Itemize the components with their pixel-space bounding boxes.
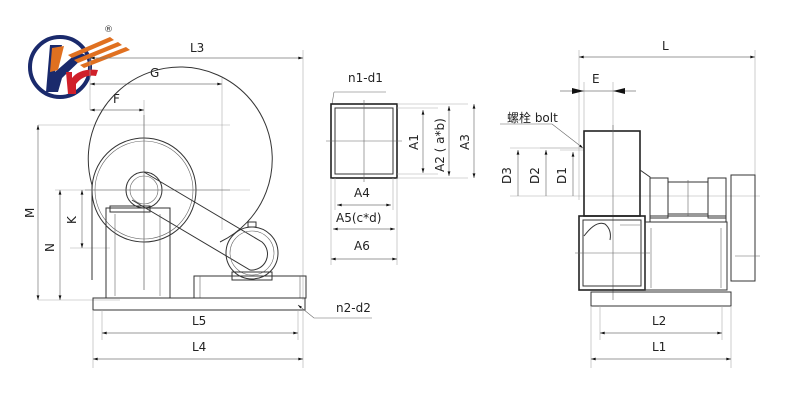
bearing-pedestal (105, 207, 171, 299)
logo-k-accent (50, 46, 64, 72)
fan-scroll-housing (87, 66, 273, 280)
dim-label-a1: A1 (407, 134, 421, 150)
logo-stripe-1 (68, 37, 114, 58)
front-base-plate (590, 291, 732, 307)
dim-label-m: M (23, 208, 37, 218)
bearing-adapter (639, 169, 651, 214)
dim-label-g: G (150, 66, 159, 80)
motor-block (730, 174, 756, 282)
support-frame (644, 221, 728, 291)
dim-label-a2: A2 ( a*b) (433, 118, 447, 172)
registered-mark: ® (104, 25, 113, 35)
dim-label-d1: D1 (555, 167, 569, 184)
dim-label-f: F (113, 92, 120, 106)
dim-label-a3: A3 (458, 134, 472, 150)
company-logo: ® (28, 25, 130, 99)
dim-label-e: E (592, 72, 600, 86)
outlet-flange-drawing: n1-d1 A1 A2 ( a*b) A3 A4 A5(c*d) A6 (326, 71, 476, 265)
dim-label-l5: L5 (192, 314, 206, 328)
dim-label-a5: A5(c*d) (336, 211, 381, 225)
front-view-drawing: L E 螺栓 bolt D3 D2 D1 (500, 39, 760, 368)
logo-stripe-2 (74, 42, 122, 63)
dim-label-d2: D2 (528, 167, 542, 184)
motor (225, 226, 279, 280)
dim-label-d3: D3 (500, 167, 514, 184)
callout-n2-d2: n2-d2 (336, 301, 371, 315)
callout-n1-d1: n1-d1 (348, 71, 383, 85)
dim-label-l: L (662, 39, 669, 53)
dim-label-l3: L3 (190, 41, 204, 55)
leader-n2-d2 (297, 304, 372, 319)
dim-label-a6: A6 (354, 239, 370, 253)
bearing-housing-right (707, 177, 727, 219)
dim-label-n: N (43, 243, 57, 252)
belt-drive (131, 171, 268, 271)
logo-letter-r (66, 69, 98, 94)
base-plate (92, 297, 306, 311)
dim-label-k: K (65, 215, 79, 224)
fan-outlet-box (583, 130, 641, 217)
dim-label-l1: L1 (652, 340, 666, 354)
dim-label-l4: L4 (192, 340, 206, 354)
inlet-cone (583, 222, 611, 241)
side-view-drawing: L3 G F M N K (23, 41, 372, 368)
callout-bolt: 螺栓 bolt (507, 110, 558, 125)
dim-label-a4: A4 (354, 186, 370, 200)
bearing-housing-left (649, 177, 669, 219)
dim-label-l2: L2 (652, 314, 666, 328)
